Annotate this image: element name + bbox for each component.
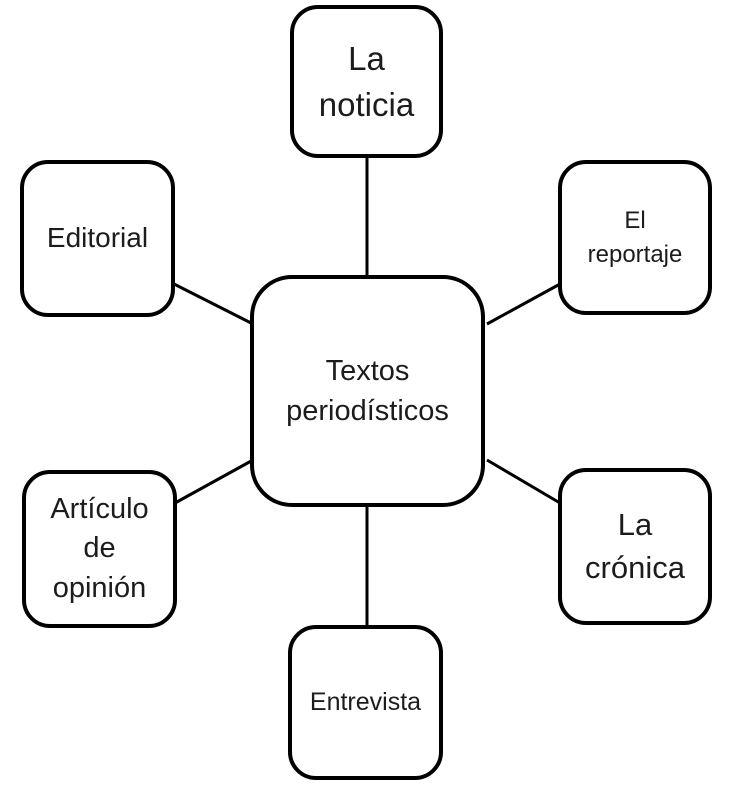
node-label: El reportaje (587, 207, 683, 268)
node-la-noticia: La noticia (290, 5, 443, 158)
node-editorial: Editorial (20, 160, 175, 317)
node-el-reportaje: El reportaje (558, 160, 712, 315)
node-la-cronica: La crónica (558, 468, 712, 625)
node-label: La crónica (585, 506, 685, 585)
node-label: Entrevista (309, 688, 422, 717)
connector-center-to-articulo-de-opinion (174, 458, 254, 505)
node-articulo-de-opinion: Artículo de opinión (22, 470, 177, 628)
connector-center-to-la-cronica (486, 458, 561, 505)
node-entrevista: Entrevista (288, 625, 443, 780)
connector-center-to-el-reportaje (486, 282, 561, 326)
node-textos-periodisticos: Textos periodísticos (250, 275, 485, 507)
node-label: La noticia (318, 39, 415, 123)
node-label: Editorial (46, 222, 149, 254)
connector-center-to-editorial (173, 282, 254, 326)
node-label: Textos periodísticos (286, 354, 449, 427)
node-label: Artículo de opinión (50, 493, 149, 604)
